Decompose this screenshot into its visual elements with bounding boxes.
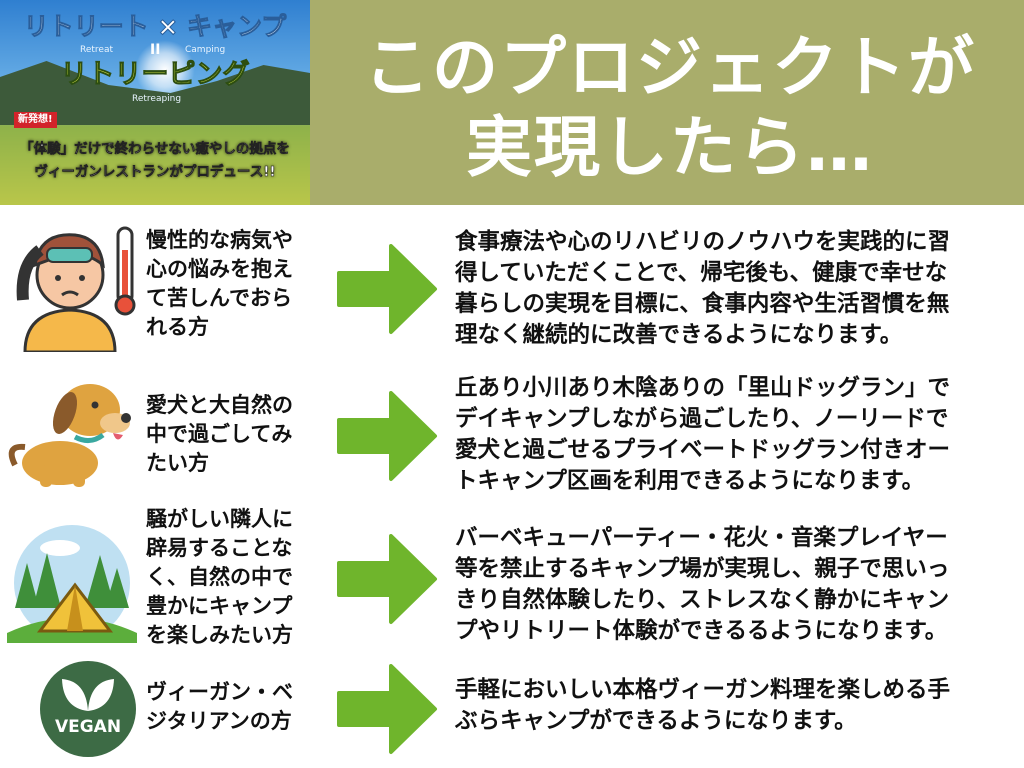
text-line: 慢性的な病気や [146, 228, 293, 252]
text-line: 得していただくことで、帰宅後も、健康で幸せな [455, 260, 948, 286]
text-line: 愛犬と大自然の [146, 393, 293, 417]
benefit-row-quiet-camp: 騒がしい隣人に辟易することなく、自然の中で豊かにキャンプを楽しみたい方 バーベキ… [0, 505, 1024, 655]
vegan-leaf-icon: VEGAN [40, 661, 136, 757]
text-line: 中で過ごしてみ [146, 422, 293, 446]
text-line: 手軽においしい本格ヴィーガン料理を楽しめる手 [455, 677, 951, 703]
text-line: 豊かにキャンプ [146, 594, 293, 618]
arrow-right-icon [337, 534, 437, 624]
text-line: ジタリアンの方 [146, 709, 292, 733]
text-line: プやリトリート体験ができるるようになります。 [455, 618, 948, 644]
row-description: バーベキューパーティー・花火・音楽プレイヤー等を禁止するキャンプ場が実現し、親子… [455, 523, 949, 647]
dog-icon [8, 384, 131, 487]
benefit-row-health: 慢性的な病気や心の悩みを抱えて苦しんでおられる方 食事療法や心のリハビリのノウハ… [0, 215, 1024, 360]
text-line: デイキャンプしながら過ごしたり、ノーリードで [455, 406, 949, 432]
row-label: 騒がしい隣人に辟易することなく、自然の中で豊かにキャンプを楽しみたい方 [146, 505, 293, 650]
text-line: 理なく継続的に改善できるようになります。 [455, 322, 903, 348]
text-line: れる方 [146, 315, 209, 339]
text-line: て苦しんでおら [146, 286, 292, 310]
leaf-icon [62, 679, 114, 711]
text-line: 暮らしの実現を目標に、食事内容や生活習慣を無 [455, 291, 950, 317]
text-line: ヴィーガン・ベ [146, 680, 293, 704]
text-line: く、自然の中で [146, 565, 293, 589]
title-line-1: このプロジェクトが [364, 29, 976, 106]
row-label: 愛犬と大自然の中で過ごしてみたい方 [146, 391, 293, 478]
banner-badge: 新発想! [14, 112, 57, 128]
banner-title-main: リトリーピング [60, 59, 250, 91]
header-band: リトリート × キャンプ Retreat Camping II リトリーピング … [0, 0, 1024, 205]
row-label: ヴィーガン・ベジタリアンの方 [146, 678, 293, 736]
text-line: を楽しみたい方 [146, 623, 293, 647]
benefit-row-vegan: VEGAN ヴィーガン・ベジタリアンの方 手軽においしい本格ヴィーガン料理を楽し… [0, 658, 1024, 768]
vegan-text: VEGAN [54, 717, 122, 737]
row-label: 慢性的な病気や心の悩みを抱えて苦しんでおられる方 [146, 226, 293, 342]
text-line: ぶらキャンプができるようになります。 [455, 708, 857, 734]
title-line-2: 実現したら… [466, 109, 874, 186]
row-description: 丘あり小川あり木陰ありの「里山ドッグラン」でデイキャンプしながら過ごしたり、ノー… [455, 373, 950, 497]
row-description: 食事療法や心のリハビリのノウハウを実践的に習得していただくことで、帰宅後も、健康… [455, 227, 950, 351]
text-line: 丘あり小川あり木陰ありの「里山ドッグラン」で [455, 375, 951, 401]
text-line: 等を禁止するキャンプ場が実現し、親子で思いっ [455, 556, 950, 582]
text-line: 心の悩みを抱え [146, 257, 293, 281]
arrow-right-icon [337, 391, 437, 481]
tent-forest-icon [7, 525, 137, 643]
banner-en-retreat: Retreat [80, 45, 113, 55]
retreaping-banner-image: リトリート × キャンプ Retreat Camping II リトリーピング … [0, 0, 310, 205]
text-line: 騒がしい隣人に [146, 507, 293, 531]
text-line: きり自然体験したり、ストレスなく静かにキャン [455, 587, 950, 613]
banner-en-main: Retreaping [132, 94, 182, 104]
banner-sub-line-1: 「体験」だけで終わらせない癒やしの拠点を [20, 141, 290, 158]
banner-title-top: リトリート × キャンプ [23, 12, 287, 42]
text-line: 愛犬と過ごせるプライベートドッグラン付きオー [455, 437, 951, 463]
arrow-right-icon [337, 244, 437, 334]
banner-en-camping: Camping [185, 45, 226, 55]
benefit-row-dog: 愛犬と大自然の中で過ごしてみたい方 丘あり小川あり木陰ありの「里山ドッグラン」で… [0, 370, 1024, 500]
banner-equals: II [150, 42, 161, 58]
text-line: 食事療法や心のリハビリのノウハウを実践的に習 [455, 229, 951, 255]
page-title: このプロジェクトが 実現したら… [320, 28, 1020, 188]
arrow-right-icon [337, 664, 437, 754]
banner-sub-line-2: ヴィーガンレストランがプロデュース!! [34, 164, 276, 181]
text-line: 辟易することな [146, 536, 293, 560]
text-line: たい方 [146, 451, 209, 475]
row-description: 手軽においしい本格ヴィーガン料理を楽しめる手ぶらキャンプができるようになります。 [455, 675, 950, 737]
text-line: バーベキューパーティー・花火・音楽プレイヤー [455, 525, 948, 551]
text-line: トキャンプ区画を利用できるようになります。 [455, 468, 925, 494]
sick-person-thermometer-icon [16, 226, 136, 352]
